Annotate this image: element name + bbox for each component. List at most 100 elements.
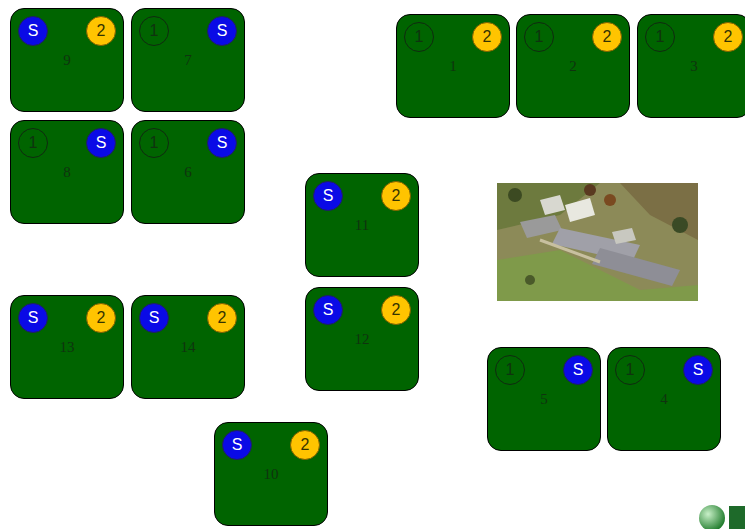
badge-label: 1 (656, 28, 665, 46)
box-number: 14 (132, 338, 244, 356)
badge-label: 2 (603, 28, 612, 46)
photo-building (612, 228, 636, 244)
box-number: 12 (306, 330, 418, 348)
numbered-box: 5 1 S (487, 347, 601, 451)
numbered-box: 3 1 2 (637, 14, 745, 118)
photo-tree (525, 275, 535, 285)
badge-label: 2 (724, 28, 733, 46)
badge-label: S (573, 361, 584, 379)
photo-road (540, 240, 600, 262)
photo-building (540, 195, 565, 215)
badge-circle: S (86, 128, 116, 158)
badge-label: S (96, 134, 107, 152)
numbered-box: 4 1 S (607, 347, 721, 451)
box-number: 5 (488, 390, 600, 408)
numbered-box: 14 S 2 (131, 295, 245, 399)
badge-label: 1 (415, 28, 424, 46)
badge-label: 1 (29, 134, 38, 152)
badge-circle: S (563, 355, 593, 385)
badge-label: S (28, 22, 39, 40)
box-number: 10 (215, 465, 327, 483)
box-number: 8 (11, 163, 123, 181)
photo-tree (672, 217, 688, 233)
numbered-box: 6 1 S (131, 120, 245, 224)
numbered-box: 13 S 2 (10, 295, 124, 399)
box-number: 6 (132, 163, 244, 181)
badge-circle: 2 (207, 303, 237, 333)
photo-ground (497, 183, 698, 301)
badge-circle: S (313, 181, 343, 211)
badge-circle: 1 (615, 355, 645, 385)
box-number: 1 (397, 57, 509, 75)
badge-circle: 2 (381, 295, 411, 325)
badge-circle: 1 (18, 128, 48, 158)
badge-label: 2 (301, 436, 310, 454)
badge-circle: S (313, 295, 343, 325)
badge-circle: 1 (645, 22, 675, 52)
box-number: 2 (517, 57, 629, 75)
box-number: 7 (132, 51, 244, 69)
badge-label: 2 (97, 22, 106, 40)
numbered-box: 11 S 2 (305, 173, 419, 277)
numbered-box: 1 1 2 (396, 14, 510, 118)
badge-circle: 1 (139, 16, 169, 46)
badge-circle: 1 (495, 355, 525, 385)
badge-circle: 1 (139, 128, 169, 158)
badge-label: 1 (535, 28, 544, 46)
numbered-box: 7 1 S (131, 8, 245, 112)
aerial-photo (497, 183, 698, 301)
badge-label: 2 (392, 187, 401, 205)
badge-circle: S (18, 16, 48, 46)
badge-circle: 2 (381, 181, 411, 211)
numbered-box: 12 S 2 (305, 287, 419, 391)
badge-label: 2 (218, 309, 227, 327)
photo-tree (604, 194, 616, 206)
badge-label: 1 (150, 22, 159, 40)
badge-circle: S (207, 128, 237, 158)
badge-circle: S (207, 16, 237, 46)
badge-circle: S (139, 303, 169, 333)
badge-label: 1 (506, 361, 515, 379)
numbered-box: 2 1 2 (516, 14, 630, 118)
badge-label: 2 (97, 309, 106, 327)
box-number: 4 (608, 390, 720, 408)
photo-building (520, 215, 562, 238)
badge-circle: 2 (86, 303, 116, 333)
badge-circle: 2 (592, 22, 622, 52)
photo-tree (584, 184, 596, 196)
photo-building (565, 198, 595, 222)
logo (699, 505, 745, 529)
badge-circle: S (222, 430, 252, 460)
badge-label: S (323, 301, 334, 319)
badge-label: S (149, 309, 160, 327)
numbered-box: 9 S 2 (10, 8, 124, 112)
badge-label: S (217, 134, 228, 152)
badge-label: S (232, 436, 243, 454)
badge-label: 1 (626, 361, 635, 379)
photo-tree (508, 188, 522, 202)
badge-circle: 2 (472, 22, 502, 52)
badge-circle: S (18, 303, 48, 333)
numbered-box: 8 1 S (10, 120, 124, 224)
badge-circle: 2 (290, 430, 320, 460)
badge-label: 1 (150, 134, 159, 152)
badge-label: S (28, 309, 39, 327)
badge-label: S (323, 187, 334, 205)
photo-building (592, 248, 680, 286)
badge-circle: 1 (524, 22, 554, 52)
badge-label: S (217, 22, 228, 40)
box-number: 9 (11, 51, 123, 69)
box-number: 13 (11, 338, 123, 356)
badge-circle: 1 (404, 22, 434, 52)
box-number: 3 (638, 57, 745, 75)
numbered-box: 10 S 2 (214, 422, 328, 526)
badge-circle: 2 (713, 22, 743, 52)
badge-label: 2 (392, 301, 401, 319)
box-number: 11 (306, 216, 418, 234)
badge-circle: 2 (86, 16, 116, 46)
badge-label: S (693, 361, 704, 379)
badge-label: 2 (483, 28, 492, 46)
logo-ball (699, 505, 725, 529)
badge-circle: S (683, 355, 713, 385)
